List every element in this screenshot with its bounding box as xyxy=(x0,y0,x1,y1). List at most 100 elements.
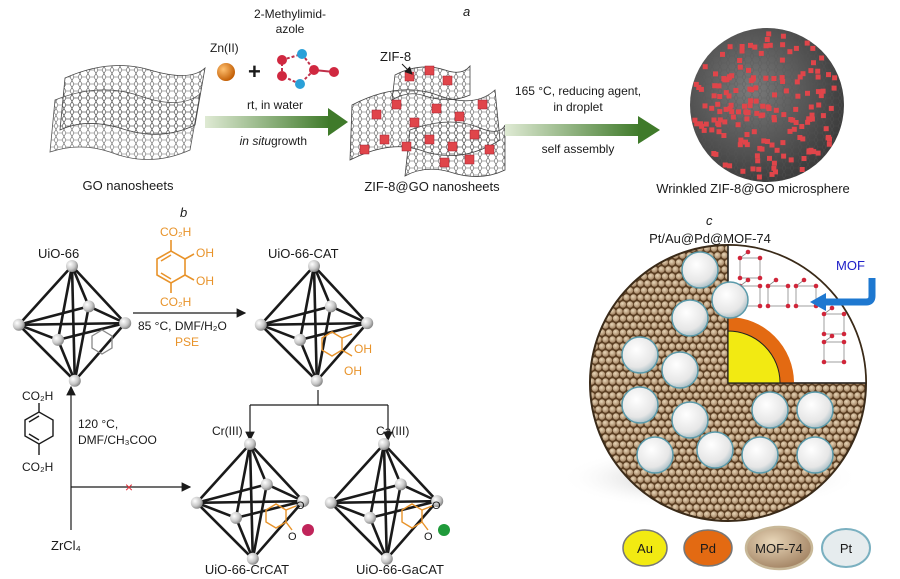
octahedron-edge xyxy=(248,443,268,485)
zr-node xyxy=(431,495,444,508)
zif8-crystal xyxy=(799,167,805,172)
zif8-crystal xyxy=(771,165,777,171)
zif8-crystal xyxy=(779,75,785,81)
zif8-crystal xyxy=(818,93,824,99)
zr-node xyxy=(324,496,337,509)
zr-node xyxy=(394,478,407,491)
zif8-crystal xyxy=(752,44,758,50)
arrow-in-situ-growth xyxy=(205,116,330,128)
uio66-cat-label: UiO-66-CAT xyxy=(268,246,339,261)
lattice-node xyxy=(785,303,791,309)
octahedron-edge xyxy=(17,265,73,326)
zif8-crystal xyxy=(808,68,814,74)
mof-label: MOF xyxy=(836,258,865,273)
zif8-crystal xyxy=(806,148,812,154)
pt-nanoparticle xyxy=(696,431,734,469)
zif8-crystal xyxy=(736,109,741,115)
cond-synth-line1: 120 °C, xyxy=(78,417,118,431)
zif8-crystal xyxy=(755,158,761,164)
pt-nanoparticle xyxy=(741,436,779,474)
zif8-crystal xyxy=(819,55,825,61)
legend-item-pt: Pt xyxy=(821,528,871,568)
panel-c-label: c xyxy=(706,213,713,228)
lattice-node xyxy=(745,277,751,283)
cond-synth-line2: DMF/CH₃COO xyxy=(78,433,157,447)
lattice-node xyxy=(757,275,763,281)
branch-lines xyxy=(245,390,393,442)
zif8-crystal xyxy=(744,110,750,116)
reagent-oh1: OH xyxy=(196,246,214,260)
octahedron-edge xyxy=(315,306,333,382)
zr-node xyxy=(190,496,203,509)
zrcl4-label: ZrCl₄ xyxy=(51,538,81,553)
zr-node xyxy=(361,317,374,330)
zif8-crystal xyxy=(692,117,698,123)
lattice-node xyxy=(785,283,791,289)
zif8-crystal xyxy=(742,103,747,109)
zif8-crystal xyxy=(761,138,767,144)
zif8-crystal xyxy=(746,67,751,73)
octahedron-edge xyxy=(73,306,91,382)
lattice-node xyxy=(841,331,847,337)
zif8-crystal xyxy=(773,169,778,175)
zr-node xyxy=(294,333,306,346)
zif8-crystal xyxy=(820,88,826,94)
zif8-crystal xyxy=(809,112,815,118)
zif8-crystal xyxy=(748,78,754,84)
caption-microsphere: Wrinkled ZIF-8@GO microsphere xyxy=(656,181,850,196)
zif8-crystal xyxy=(693,81,699,87)
zif8-crystal xyxy=(804,40,810,46)
terephthalic-acid xyxy=(24,403,54,455)
zr-node xyxy=(297,495,310,508)
octahedron-edge xyxy=(368,443,386,519)
lattice-node xyxy=(829,333,835,339)
zif8-crystal xyxy=(783,88,789,94)
lattice-cell xyxy=(767,285,789,307)
zif8-crystal xyxy=(739,44,745,49)
mof-arrow xyxy=(824,278,876,306)
zif8-crystal xyxy=(805,119,811,125)
zif8-crystal xyxy=(769,142,775,148)
legend-item-au: Au xyxy=(622,529,668,567)
panel-a-label: a xyxy=(463,4,470,19)
arrow2-top-line2: in droplet xyxy=(553,100,603,114)
zif8-crystal xyxy=(788,117,794,122)
zif8-crystal xyxy=(794,79,800,85)
zif8-crystal xyxy=(716,122,722,128)
zif8-crystal xyxy=(826,72,831,78)
arrow-in-situ-growth-head xyxy=(328,108,348,136)
zif8-crystal xyxy=(780,79,786,84)
zif8-crystal xyxy=(808,104,814,110)
cat-oh1: OH xyxy=(354,342,372,356)
ga-o1: O xyxy=(432,500,441,512)
panel-b: b UiO-66 CO₂H OH OH CO₂H 85 °C, DMF/H₂O … xyxy=(12,205,450,577)
octahedron-edge xyxy=(18,321,126,327)
pt-nanoparticle xyxy=(621,386,659,424)
zr-node xyxy=(12,318,25,331)
zif8-crystal xyxy=(730,114,736,120)
zif8-crystal xyxy=(712,83,718,89)
zif8-crystal xyxy=(766,106,772,111)
legend-item-mof74: MOF-74 xyxy=(744,525,814,571)
zif8-crystal xyxy=(801,156,807,161)
pse-label: PSE xyxy=(175,335,199,349)
octahedron-edge xyxy=(368,517,389,560)
zif8-crystal xyxy=(773,107,779,113)
crcat-catechol xyxy=(265,503,297,531)
cat-oh2: OH xyxy=(344,364,362,378)
zr-node xyxy=(66,260,78,272)
zif8-crystal xyxy=(728,102,734,108)
gacat-catechol xyxy=(401,503,433,531)
legend-label: Au xyxy=(637,541,653,556)
reagent-top-acid: CO₂H xyxy=(160,225,191,239)
zif8-crystal xyxy=(753,85,759,91)
lattice-node xyxy=(765,303,771,309)
zif8-crystal xyxy=(799,124,805,129)
lattice-node xyxy=(757,283,763,289)
lattice-node xyxy=(793,303,799,309)
cr-ball xyxy=(302,524,314,536)
pt-nanoparticle xyxy=(661,351,699,389)
zif8-crystal xyxy=(751,75,756,81)
legend: Au Pd MOF-74 Pt xyxy=(622,525,871,571)
